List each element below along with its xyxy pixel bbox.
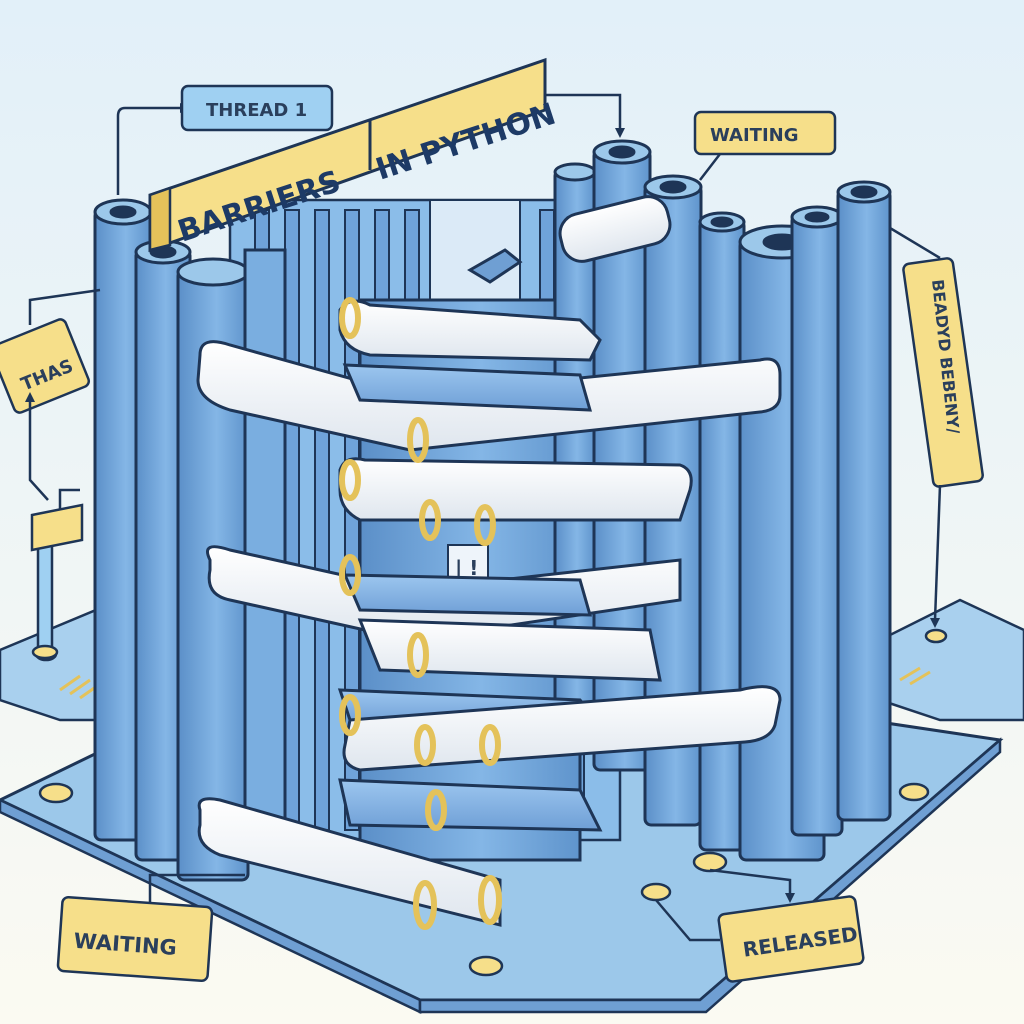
wrapping-pipes	[196, 299, 782, 927]
left-post	[30, 488, 84, 660]
banner-arrow-head	[615, 128, 625, 138]
callout-right-vertical: BEADYD BEBENY/	[889, 226, 984, 628]
thread-1-label: THREAD 1	[206, 100, 307, 121]
top-connector	[467, 195, 672, 284]
callout-released: RELEASED	[655, 868, 865, 983]
callout-thread-1: THREAD 1	[116, 84, 334, 195]
right-pillars	[553, 139, 892, 862]
callout-waiting-bottom: WAITING	[56, 873, 245, 982]
ledge-stripes	[59, 666, 931, 700]
waiting-top-label: WAITING	[710, 125, 799, 146]
left-pillars	[93, 198, 287, 882]
banner-arrow	[545, 93, 622, 130]
base-plate-edge-right	[418, 737, 1002, 1014]
callout-thas: THAS	[0, 288, 101, 501]
screw-markers	[34, 628, 948, 977]
pipe-rings	[339, 297, 502, 930]
svg-text:| !: | !	[455, 556, 478, 580]
callout-waiting-top: WAITING	[693, 110, 837, 181]
